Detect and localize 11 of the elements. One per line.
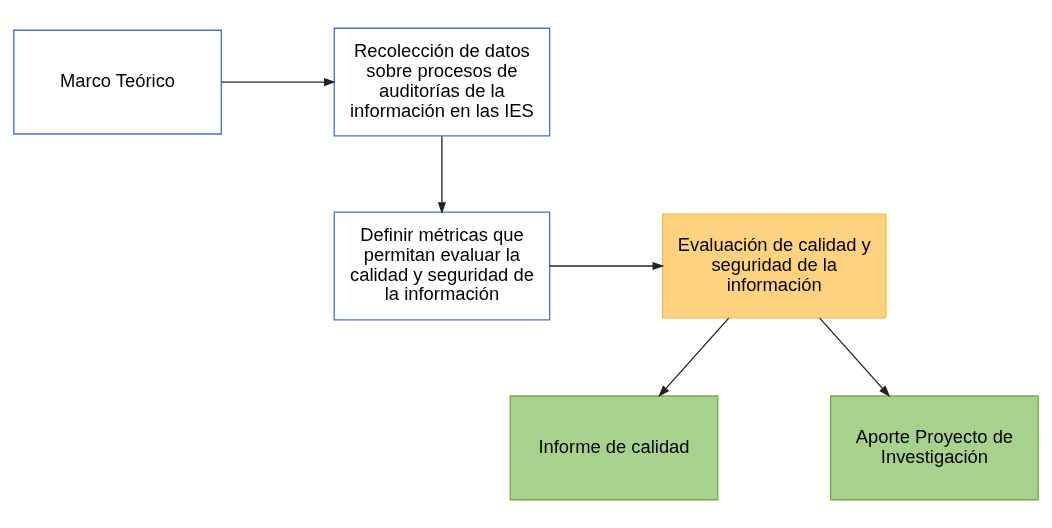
node-box: Aporte Proyecto de Investigación [830,395,1039,501]
node-box: Informe de calidad [509,395,719,501]
arrow [549,261,665,271]
node-box: Marco Teórico [13,29,222,135]
arrow [220,77,336,87]
arrow [437,135,447,214]
node-box: Recolección de datos sobre procesos de auditorías de la información en las IES [333,27,551,137]
arrow [658,317,730,397]
node-box: Evaluación de calidad y seguridad de la información [661,213,887,319]
node-box: Definir métricas que permitan evaluar la calidad y seguridad de la información [333,211,551,321]
arrow [819,317,891,397]
